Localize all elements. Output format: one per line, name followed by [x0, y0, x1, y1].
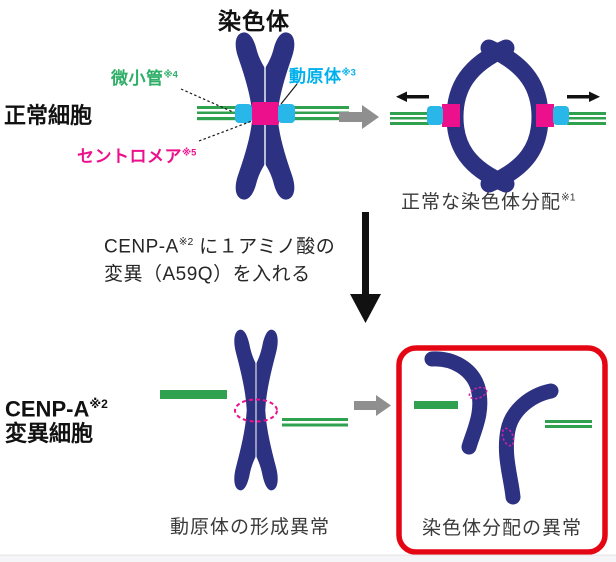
mutant-cell-label: CENP-A※2 変異細胞: [5, 392, 108, 446]
pull-arrow-right: [567, 91, 600, 102]
kinetochore-defect-caption: 動原体の形成異常: [170, 517, 331, 538]
kinetochore-right: [278, 104, 295, 123]
highlight-red-box: [396, 345, 608, 555]
abnormal-segregation-caption: 染色体分配の異常: [421, 518, 582, 539]
arrow-right-gray-bottom: [354, 395, 391, 416]
detached-microtubule-right: [282, 418, 348, 427]
kinetochore-label-text: 動原体: [289, 67, 342, 86]
centromere-label-sup: ※5: [182, 147, 197, 158]
mutation-step-line1: CENP-A※2 に１アミノ酸の: [104, 229, 335, 261]
microtubule-left: [197, 106, 239, 121]
centromere-left-chromatid: [442, 104, 460, 127]
abnormal-segregation-group: [396, 345, 608, 555]
chromatid-left: [446, 39, 515, 193]
arrow-right-gray-top: [339, 105, 379, 129]
mutation-step-line1-suffix: に１アミノ酸の: [193, 236, 336, 258]
normal-segregation-group: [390, 39, 606, 193]
normal-segregation-caption-sup: ※1: [561, 192, 576, 204]
centromere-pointer-line: [198, 120, 253, 142]
mutant-cell-label-sup: ※2: [89, 397, 108, 411]
detached-microtubule-left: [160, 390, 227, 399]
microtubule-right: [294, 106, 349, 121]
centromere-label-text: セントロメア: [77, 147, 182, 166]
mutation-step-line2: 変異（A59Q）を入れる: [104, 264, 311, 286]
mutation-step-line1-sup: ※2: [178, 237, 194, 248]
normal-segregation-caption-text: 正常な染色体分配: [401, 192, 562, 213]
microtubule-label-text: 微小管: [111, 69, 164, 88]
normal-segregation-caption: 正常な染色体分配※1: [401, 187, 576, 214]
mutant-cell-label-line2: 変異細胞: [5, 421, 94, 447]
mutant-cell-label-line1: CENP-A※2: [5, 392, 108, 421]
normal-cell-label: 正常細胞: [4, 103, 93, 128]
microtubule-label: 微小管※4: [111, 64, 178, 89]
pull-arrow-left: [396, 91, 429, 102]
bottom-page-strip: [0, 555, 616, 562]
kinetochore-left-chromatid: [427, 106, 443, 125]
centromere-right-chromatid: [536, 104, 554, 127]
spindle-right: [567, 112, 606, 125]
centromere: [252, 102, 279, 125]
stray-microtubule-left: [414, 401, 458, 409]
diagram-title: 染色体: [218, 8, 290, 34]
kinetochore-label: 動原体※3: [289, 62, 356, 87]
chromatid-right: [480, 39, 549, 193]
stray-microtubule-right: [545, 420, 592, 428]
microtubule-label-sup: ※4: [163, 69, 178, 80]
kinetochore-left: [235, 104, 252, 123]
kinetochore-right-chromatid: [553, 106, 569, 125]
mutant-cell-label-name: CENP-A: [5, 396, 90, 422]
mutation-step-text: CENP-A※2 に１アミノ酸の 変異（A59Q）を入れる: [104, 229, 335, 289]
kinetochore-pointer-line: [280, 83, 298, 105]
mis-segregated-chromatid-left: [424, 351, 488, 455]
bottom-strip-border: [0, 554, 616, 556]
centromere-label: セントロメア※5: [77, 142, 196, 167]
mutation-step-line1-prefix: CENP-A: [104, 236, 179, 258]
normal-chromosome-group: [180, 31, 349, 201]
mis-segregated-chromatid-right: [498, 383, 559, 505]
spindle-left: [390, 112, 429, 125]
kinetochore-label-sup: ※3: [341, 67, 356, 78]
mutant-chromosome-group: [160, 328, 348, 492]
defective-centromere-outline: [234, 398, 278, 423]
arrow-down-mutation: [350, 212, 381, 323]
mutant-chromosome: [233, 328, 279, 492]
defective-centromere-mark-left: [468, 386, 488, 400]
defective-centromere-mark-right: [501, 427, 515, 447]
